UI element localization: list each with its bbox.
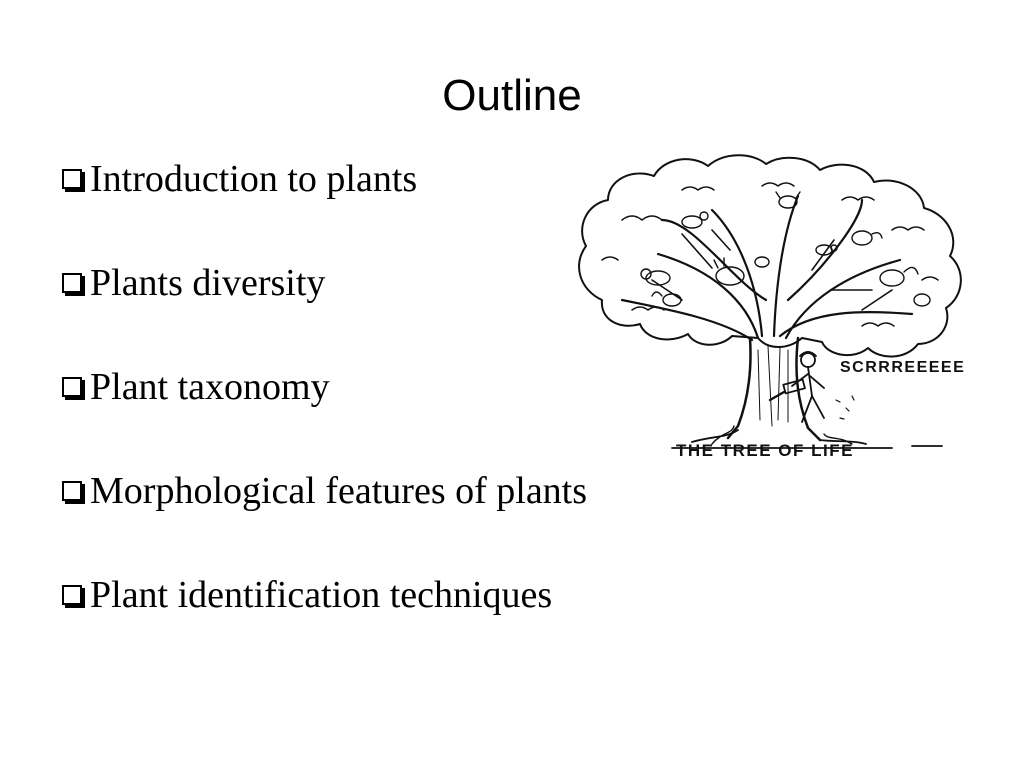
tree-trunk xyxy=(726,336,822,442)
checkbox-square-icon xyxy=(62,377,82,397)
checkbox-square-icon xyxy=(62,585,82,605)
canopy-outline xyxy=(578,154,962,358)
checkbox-square-icon xyxy=(62,169,82,189)
list-item: Introduction to plants xyxy=(58,148,587,252)
list-item-label: Introduction to plants xyxy=(90,158,418,200)
lumberjack-figure xyxy=(768,351,825,423)
list-item-label: Plant identification techniques xyxy=(90,574,553,616)
list-item-label: Morphological features of plants xyxy=(90,470,588,512)
checkbox-square-icon xyxy=(62,481,82,501)
tree-branches xyxy=(620,194,914,342)
list-item: Morphological features of plants xyxy=(58,460,587,564)
checkbox-square-icon xyxy=(62,273,82,293)
list-item-label: Plant taxonomy xyxy=(90,366,330,408)
list-item: Plant taxonomy xyxy=(58,356,587,460)
sound-effect-text: SCRRREEEEE xyxy=(840,359,965,376)
list-item: Plants diversity xyxy=(58,252,587,356)
outline-list: Introduction to plants Plants diversity … xyxy=(58,148,587,668)
list-item-label: Plants diversity xyxy=(90,262,326,304)
illustration-caption: THE TREE OF LIFE xyxy=(676,441,854,460)
slide-title: Outline xyxy=(442,71,582,120)
tree-of-life-illustration: SCRRREEEEE THE TREE OF LIFE xyxy=(562,150,982,468)
list-item: Plant identification techniques xyxy=(58,564,587,668)
